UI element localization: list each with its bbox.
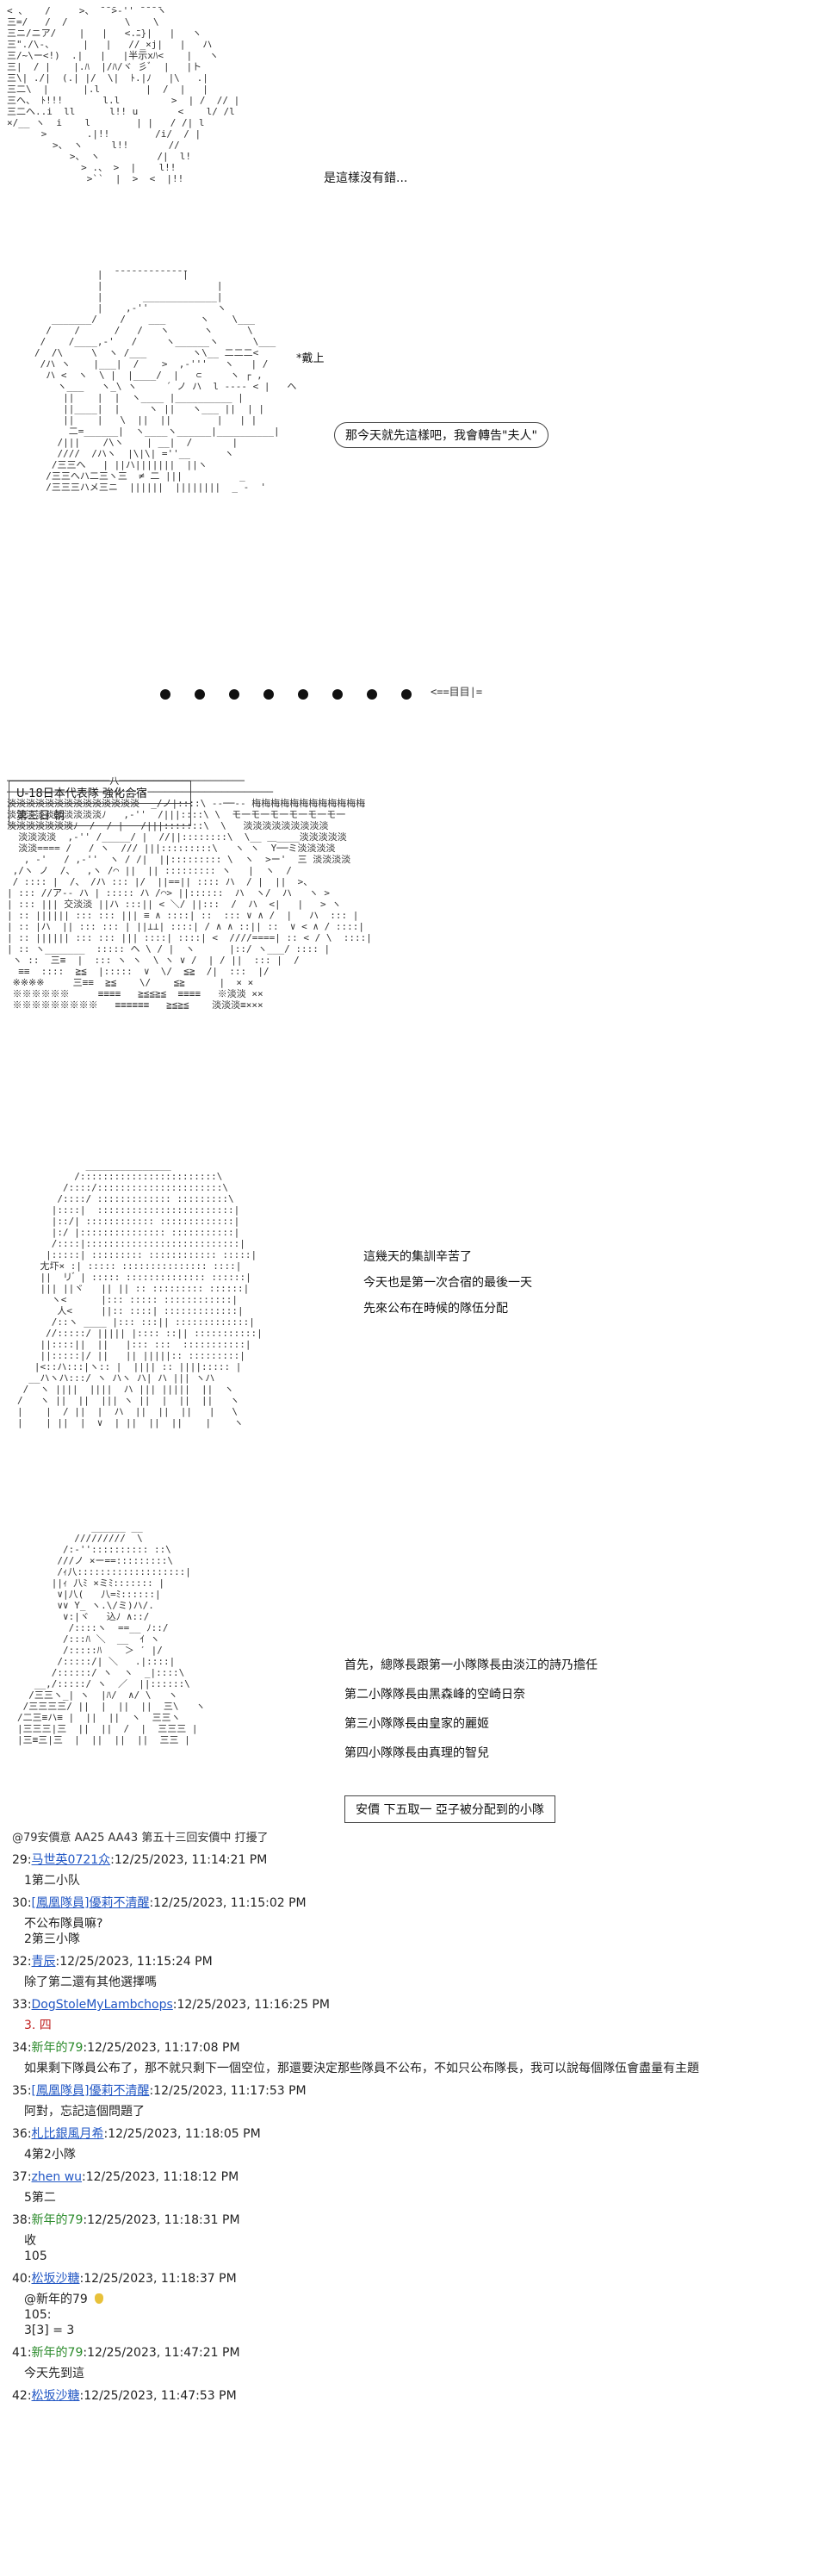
comment-number: 38: (12, 2213, 32, 2227)
comment: 29:马世英0721众:12/25/2023, 11:14:21 PM 1第二小… (12, 1852, 813, 1888)
speech-bubble: 那今天就先這樣吧，我會轉告"夫人" (334, 422, 548, 448)
comment: 33:DogStoleMyLambchops:12/25/2023, 11:16… (12, 1997, 813, 2033)
comment-user-link[interactable]: 松坂沙糖 (31, 2389, 80, 2403)
comment-time: :12/25/2023, 11:14:21 PM (110, 1853, 268, 1867)
scene-transition-dots (160, 689, 412, 700)
comment: 36:札比銀風月希:12/25/2023, 11:18:05 PM 4第2小隊 (12, 2126, 813, 2162)
speech-text-5: 首先，總隊長跟第一小隊隊長由淡江的詩乃擔任 第二小隊隊長由黑森峰的空崎日奈 第三… (344, 1651, 598, 1768)
comment-number: 37: (12, 2170, 32, 2184)
vote-box: 安價 下五取一 亞子被分配到的小隊 (344, 1795, 555, 1823)
comment: 34:新年的79:12/25/2023, 11:17:08 PM 如果剩下隊員公… (12, 2040, 813, 2076)
comment-body: @新年的79 105: 3[3] = 3 (24, 2293, 103, 2337)
comment-time: :12/25/2023, 11:18:37 PM (79, 2272, 237, 2286)
comment-time: :12/25/2023, 11:16:25 PM (172, 1998, 330, 2012)
speech-line: 第二小隊隊長由黑森峰的空崎日奈 (344, 1688, 525, 1702)
speech-line: 今天也是第一次合宿的最後一天 (363, 1276, 532, 1290)
comment-body: 如果剩下隊員公布了，那不就只剩下一個空位，那還要決定那些隊員不公布，不如只公布隊… (24, 2062, 699, 2075)
comment-time: :12/25/2023, 11:18:12 PM (82, 2170, 239, 2184)
speech-line: 第四小隊隊長由真理的智兒 (344, 1746, 489, 1760)
comment-body: 4第2小隊 (24, 2148, 76, 2162)
comment-user-link[interactable]: zhen wu (31, 2170, 83, 2184)
comment-time: :12/25/2023, 11:17:53 PM (149, 2084, 307, 2098)
comment: 38:新年的79:12/25/2023, 11:18:31 PM 收 105 (12, 2212, 813, 2264)
ascii-art-character-2: | ̄ ̄ ̄ ̄ ̄ ̄ ̄ ̄ ̄ ̄ ̄ ̄ ̄| | | | _____… (34, 269, 297, 493)
location-label: U-18日本代表隊 強化合宿 第三日 朝 (9, 781, 191, 826)
comment-user-link[interactable]: 新年的79 (31, 2213, 84, 2227)
emoji-icon (94, 2293, 103, 2304)
comment: 40:松坂沙糖:12/25/2023, 11:18:37 PM @新年的79 1… (12, 2271, 813, 2338)
comment-number: 41: (12, 2346, 32, 2360)
ascii-art-scene: ──────────────────八─────────────────────… (7, 775, 372, 1011)
comment-number: 30: (12, 1896, 32, 1910)
speech-line: 首先，總隊長跟第一小隊隊長由淡江的詩乃擔任 (344, 1658, 598, 1672)
location-label-line1: U-18日本代表隊 強化合宿 (16, 787, 147, 800)
stage-note: *戴上 (296, 352, 325, 365)
speech-line: 這幾天的集訓辛苦了 (363, 1250, 472, 1264)
comment-user-link[interactable]: [鳳凰隊員]優莉不清醒 (31, 1896, 150, 1910)
dot (263, 689, 274, 700)
comment: 32:青辰:12/25/2023, 11:15:24 PM 除了第二還有其他選擇… (12, 1954, 813, 1990)
speech-line: 第三小隊隊長由皇家的麗姬 (344, 1717, 489, 1731)
comment-time: :12/25/2023, 11:15:02 PM (149, 1896, 307, 1910)
comment-user-link[interactable]: DogStoleMyLambchops (31, 1998, 173, 2012)
comment-user-link[interactable]: 松坂沙糖 (31, 2272, 80, 2286)
dot (401, 689, 412, 700)
comment-body: 1第二小队 (24, 1874, 80, 1888)
comment-user-link[interactable]: 马世英0721众 (31, 1853, 111, 1867)
comment-time: :12/25/2023, 11:18:05 PM (103, 2127, 261, 2141)
comment-number: 32: (12, 1955, 32, 1969)
comment-time: :12/25/2023, 11:15:24 PM (55, 1955, 213, 1969)
comment: 35:[鳳凰隊員]優莉不清醒:12/25/2023, 11:17:53 PM 阿… (12, 2083, 813, 2119)
dot (160, 689, 170, 700)
comment-number: 33: (12, 1998, 32, 2012)
ascii-art-character-3: _______________ /:::::::::::::::::::::::… (17, 1160, 263, 1428)
ascii-art-character-1: < 、 / >、 ̄ ̄ ̄>‐'' ̄ ̄ ̄ ̄ヽ 三=/ / / \ \ … (7, 5, 240, 184)
comment-number: 29: (12, 1853, 32, 1867)
comment: 41:新年的79:12/25/2023, 11:47:21 PM 今天先到這 (12, 2345, 813, 2381)
dot (229, 689, 239, 700)
comment-number: 42: (12, 2389, 32, 2403)
speech-text-4: 這幾天的集訓辛苦了 今天也是第一次合宿的最後一天 先來公布在時候的隊伍分配 (363, 1244, 532, 1322)
comment-body-with-emoji: @新年的79 105: 3[3] = 3 (12, 2292, 813, 2338)
comment-number: 36: (12, 2127, 32, 2141)
comment-time: :12/25/2023, 11:47:21 PM (83, 2346, 240, 2360)
comment-user-link[interactable]: 新年的79 (31, 2346, 84, 2360)
comment: 30:[鳳凰隊員]優莉不清醒:12/25/2023, 11:15:02 PM 不… (12, 1895, 813, 1947)
comment-body: 今天先到這 (24, 2367, 84, 2380)
comment-user-link[interactable]: 青辰 (31, 1955, 56, 1969)
comment-list: 29:马世英0721众:12/25/2023, 11:14:21 PM 1第二小… (12, 1852, 813, 2411)
comment-number: 35: (12, 2084, 32, 2098)
dot (332, 689, 343, 700)
ascii-art-character-4: ______ __ ///////// \ /:-'':::::::::: ::… (17, 1521, 206, 1745)
comment-user-link[interactable]: 新年的79 (31, 2041, 84, 2055)
dot (298, 689, 308, 700)
comment-body: 不公布隊員嘛? 2第三小隊 (24, 1917, 103, 1946)
comment-body: 阿對，忘記這個問題了 (24, 2105, 145, 2119)
comment-body: 3. 四 (24, 2019, 52, 2032)
comment: 37:zhen wu:12/25/2023, 11:18:12 PM 5第二 (12, 2169, 813, 2206)
comment-time: :12/25/2023, 11:47:53 PM (79, 2389, 237, 2403)
comment-number: 40: (12, 2272, 32, 2286)
comment-number: 34: (12, 2041, 32, 2055)
speech-line: 先來公布在時候的隊伍分配 (363, 1302, 508, 1316)
comment-body: 收 105 (24, 2234, 47, 2263)
comment-user-link[interactable]: 札比銀風月希 (31, 2127, 104, 2141)
comment-body: 5第二 (24, 2191, 56, 2205)
dot (195, 689, 205, 700)
transition-symbol: <==目目|= (431, 686, 483, 698)
comment-user-link[interactable]: [鳳凰隊員]優莉不清醒 (31, 2084, 150, 2098)
comment-time: :12/25/2023, 11:17:08 PM (83, 2041, 240, 2055)
speech-text-1: 是這樣沒有錯... (324, 171, 408, 185)
location-label-line2: 第三日 朝 (9, 803, 190, 825)
comment-body: 除了第二還有其他選擇嗎 (24, 1976, 157, 1989)
comment: 42:松坂沙糖:12/25/2023, 11:47:53 PM (12, 2388, 813, 2404)
comment-time: :12/25/2023, 11:18:31 PM (83, 2213, 240, 2227)
post-footer-note: @79安價意 AA25 AA43 第五十三回安價中 打擾了 (12, 1832, 269, 1845)
dot (367, 689, 377, 700)
